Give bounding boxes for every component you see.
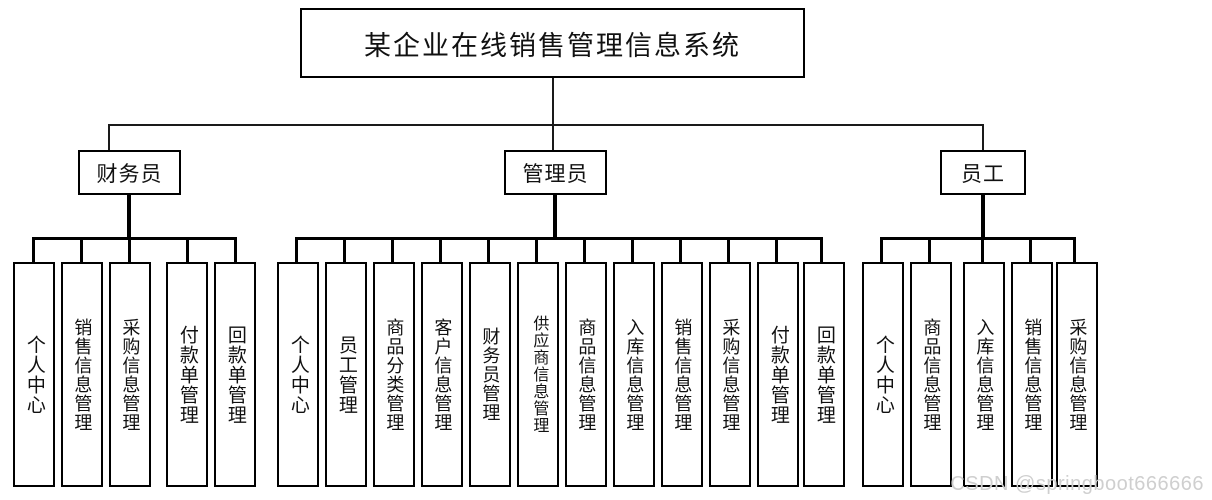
connector-staff-drop-1 xyxy=(928,237,931,262)
connector-finance-drop-4 xyxy=(234,237,237,262)
leaf-node: 商品信息管理 xyxy=(565,262,607,487)
connector-admin-drop-5 xyxy=(535,237,538,262)
connector-admin-drop-0 xyxy=(295,237,298,262)
role-node-finance-label: 财务员 xyxy=(96,161,163,186)
leaf-node-label: 个人中心 xyxy=(872,334,894,415)
root-node-system: 某企业在线销售管理信息系统 xyxy=(300,8,805,78)
connector-admin-drop-8 xyxy=(679,237,682,262)
connector-staff-bus xyxy=(880,237,1076,240)
role-node-admin-label: 管理员 xyxy=(522,161,589,186)
leaf-node: 付款单管理 xyxy=(757,262,799,487)
leaf-node: 销售信息管理 xyxy=(1011,262,1053,487)
leaf-node: 采购信息管理 xyxy=(109,262,151,487)
leaf-node-label: 供应商信息管理 xyxy=(530,315,548,434)
leaf-node-label: 入库信息管理 xyxy=(624,317,645,432)
connector-finance-stem xyxy=(127,195,131,237)
connector-admin-drop-4 xyxy=(487,237,490,262)
leaf-node: 个人中心 xyxy=(277,262,319,487)
leaf-node-label: 客户信息管理 xyxy=(432,317,453,432)
connector-admin-drop-6 xyxy=(583,237,586,262)
connector-admin-drop-11 xyxy=(820,237,823,262)
connector-finance-bus xyxy=(32,237,237,240)
connector-drop-admin xyxy=(552,124,554,150)
leaf-node-label: 商品分类管理 xyxy=(384,317,405,432)
connector-admin-drop-7 xyxy=(631,237,634,262)
connector-staff-drop-0 xyxy=(880,237,883,262)
leaf-node-label: 财务员管理 xyxy=(480,327,501,422)
leaf-node-label: 付款单管理 xyxy=(767,324,789,425)
leaf-node: 采购信息管理 xyxy=(1056,262,1098,487)
connector-staff-stem xyxy=(981,195,985,237)
leaf-node-label: 个人中心 xyxy=(23,334,45,415)
connector-finance-drop-3 xyxy=(186,237,189,262)
leaf-node: 销售信息管理 xyxy=(61,262,103,487)
connector-finance-drop-1 xyxy=(80,237,83,262)
connector-finance-drop-0 xyxy=(32,237,35,262)
connector-admin-drop-3 xyxy=(439,237,442,262)
connector-level2-bus xyxy=(108,124,984,126)
leaf-node-label: 销售信息管理 xyxy=(72,317,93,432)
role-node-finance: 财务员 xyxy=(78,150,181,195)
connector-admin-drop-1 xyxy=(343,237,346,262)
connector-staff-drop-2 xyxy=(981,237,984,262)
connector-admin-drop-10 xyxy=(775,237,778,262)
leaf-node-label: 回款单管理 xyxy=(813,324,835,425)
connector-staff-drop-3 xyxy=(1029,237,1032,262)
watermark-text: CSDN @springboot666666 xyxy=(950,473,1204,495)
leaf-node-label: 付款单管理 xyxy=(176,324,198,425)
leaf-node-label: 销售信息管理 xyxy=(672,317,693,432)
leaf-node-label: 员工管理 xyxy=(335,334,357,415)
leaf-node: 商品信息管理 xyxy=(910,262,952,487)
role-node-admin: 管理员 xyxy=(504,150,607,195)
leaf-node-label: 采购信息管理 xyxy=(720,317,741,432)
leaf-node-label: 商品信息管理 xyxy=(921,317,942,432)
connector-root-stem xyxy=(552,78,554,124)
connector-drop-finance xyxy=(108,124,110,150)
connector-admin-drop-2 xyxy=(391,237,394,262)
role-node-staff: 员工 xyxy=(940,150,1026,195)
leaf-node-label: 回款单管理 xyxy=(224,324,246,425)
connector-drop-staff xyxy=(982,124,984,150)
leaf-node: 财务员管理 xyxy=(469,262,511,487)
connector-admin-stem xyxy=(553,195,557,237)
leaf-node: 销售信息管理 xyxy=(661,262,703,487)
leaf-node: 商品分类管理 xyxy=(373,262,415,487)
leaf-node-label: 入库信息管理 xyxy=(974,317,995,432)
leaf-node: 入库信息管理 xyxy=(963,262,1005,487)
leaf-node-label: 个人中心 xyxy=(287,334,309,415)
leaf-node-label: 采购信息管理 xyxy=(1067,317,1088,432)
connector-admin-bus xyxy=(295,237,823,240)
leaf-node: 员工管理 xyxy=(325,262,367,487)
leaf-node-label: 销售信息管理 xyxy=(1022,317,1043,432)
leaf-node: 回款单管理 xyxy=(803,262,845,487)
root-node-label: 某企业在线销售管理信息系统 xyxy=(364,30,741,61)
leaf-node: 个人中心 xyxy=(13,262,55,487)
leaf-node: 供应商信息管理 xyxy=(517,262,559,487)
role-node-staff-label: 员工 xyxy=(961,161,1005,186)
leaf-node: 客户信息管理 xyxy=(421,262,463,487)
connector-finance-drop-2 xyxy=(128,237,131,262)
leaf-node: 采购信息管理 xyxy=(709,262,751,487)
leaf-node: 回款单管理 xyxy=(214,262,256,487)
leaf-node: 入库信息管理 xyxy=(613,262,655,487)
leaf-node-label: 商品信息管理 xyxy=(576,317,597,432)
connector-admin-drop-9 xyxy=(727,237,730,262)
connector-staff-drop-4 xyxy=(1073,237,1076,262)
leaf-node: 付款单管理 xyxy=(166,262,208,487)
leaf-node-label: 采购信息管理 xyxy=(120,317,141,432)
leaf-node: 个人中心 xyxy=(862,262,904,487)
